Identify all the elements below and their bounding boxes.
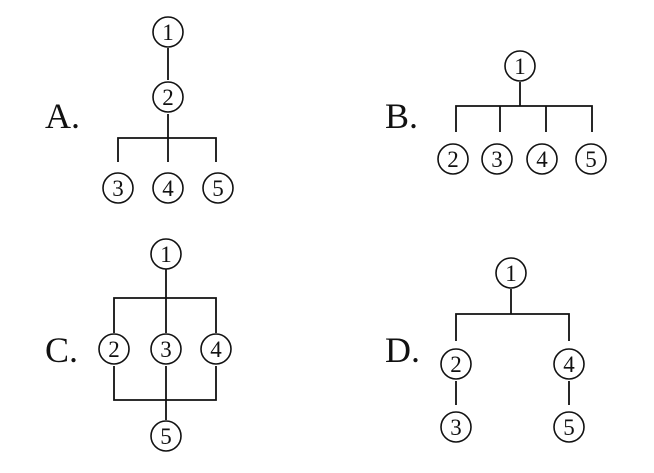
- option-b-node-5: 5: [575, 143, 607, 175]
- svg-text:5: 5: [563, 415, 575, 440]
- option-c-edge-bracket-bottom: [113, 366, 217, 401]
- option-b-node-1: 1: [504, 50, 536, 82]
- option-c-node-3: 3: [150, 333, 182, 365]
- option-a-node-1: 1: [152, 16, 184, 48]
- option-d-label: D.: [385, 330, 420, 370]
- svg-text:1: 1: [505, 261, 517, 286]
- option-b-node-2: 2: [437, 143, 469, 175]
- svg-text:5: 5: [212, 176, 224, 201]
- svg-text:3: 3: [112, 176, 124, 201]
- svg-text:1: 1: [514, 54, 526, 79]
- svg-text:5: 5: [160, 424, 172, 449]
- option-a-edge-bracket: [117, 137, 217, 162]
- svg-text:2: 2: [108, 337, 120, 362]
- option-d-node-5: 5: [553, 411, 585, 443]
- svg-text:5: 5: [585, 147, 597, 172]
- option-c: C. 1 2 3 4 5: [45, 238, 232, 452]
- svg-text:2: 2: [450, 352, 462, 377]
- option-d-node-3: 3: [440, 411, 472, 443]
- option-c-node-5: 5: [150, 420, 182, 452]
- option-a-node-5: 5: [202, 172, 234, 204]
- option-c-node-2: 2: [98, 333, 130, 365]
- option-a-node-2: 2: [152, 81, 184, 113]
- svg-text:2: 2: [162, 85, 174, 110]
- svg-text:4: 4: [536, 147, 548, 172]
- option-a-label: A.: [45, 96, 80, 136]
- svg-text:1: 1: [160, 242, 172, 267]
- svg-text:1: 1: [162, 20, 174, 45]
- svg-text:2: 2: [447, 147, 459, 172]
- option-c-label: C.: [45, 330, 78, 370]
- option-d-node-2: 2: [440, 348, 472, 380]
- option-a-node-3: 3: [102, 172, 134, 204]
- option-a: A. 1 2 3 4 5: [45, 16, 234, 204]
- option-b-edge-bracket: [455, 105, 593, 132]
- svg-text:3: 3: [491, 147, 503, 172]
- option-b-label: B.: [385, 96, 418, 136]
- option-c-node-4: 4: [200, 333, 232, 365]
- option-d-node-4: 4: [553, 348, 585, 380]
- option-c-edge-bracket-top: [113, 297, 217, 333]
- option-b-node-3: 3: [481, 143, 513, 175]
- option-d-node-1: 1: [495, 257, 527, 289]
- option-b-node-4: 4: [526, 143, 558, 175]
- svg-text:3: 3: [450, 415, 462, 440]
- option-d: D. 1 2 3 4 5: [385, 257, 585, 443]
- option-b: B. 1 2 3 4 5: [385, 50, 607, 175]
- option-d-edge-bracket: [455, 313, 570, 341]
- svg-text:4: 4: [210, 337, 222, 362]
- option-a-node-4: 4: [152, 172, 184, 204]
- svg-text:3: 3: [160, 337, 172, 362]
- svg-text:4: 4: [162, 176, 174, 201]
- svg-text:4: 4: [563, 352, 575, 377]
- option-c-node-1: 1: [150, 238, 182, 270]
